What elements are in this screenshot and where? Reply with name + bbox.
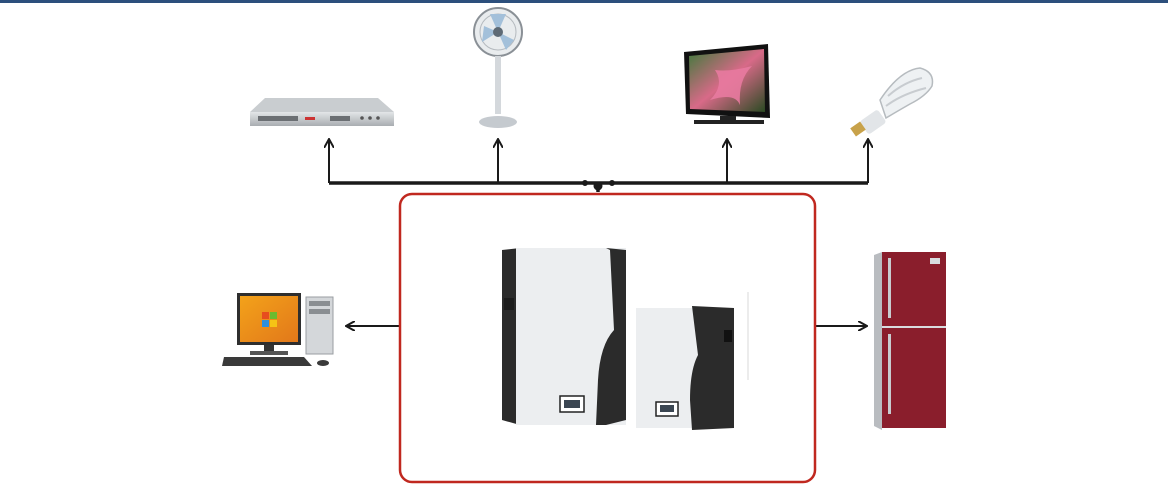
fan-icon xyxy=(473,7,523,128)
bulb-icon xyxy=(850,67,934,137)
battery-icon xyxy=(502,248,749,430)
bus-node-right xyxy=(609,180,615,186)
bus-junction xyxy=(593,181,603,191)
battery-unit-small xyxy=(636,306,734,430)
fridge-icon xyxy=(874,252,946,430)
tv-icon xyxy=(684,44,770,124)
bus-node-left xyxy=(582,180,588,186)
top-strip xyxy=(0,0,1168,3)
dvd-player-icon xyxy=(250,98,394,126)
computer-icon xyxy=(222,293,334,366)
battery-unit-large xyxy=(502,248,626,425)
bus-wires xyxy=(329,180,868,192)
battery-system-frame xyxy=(398,192,817,484)
